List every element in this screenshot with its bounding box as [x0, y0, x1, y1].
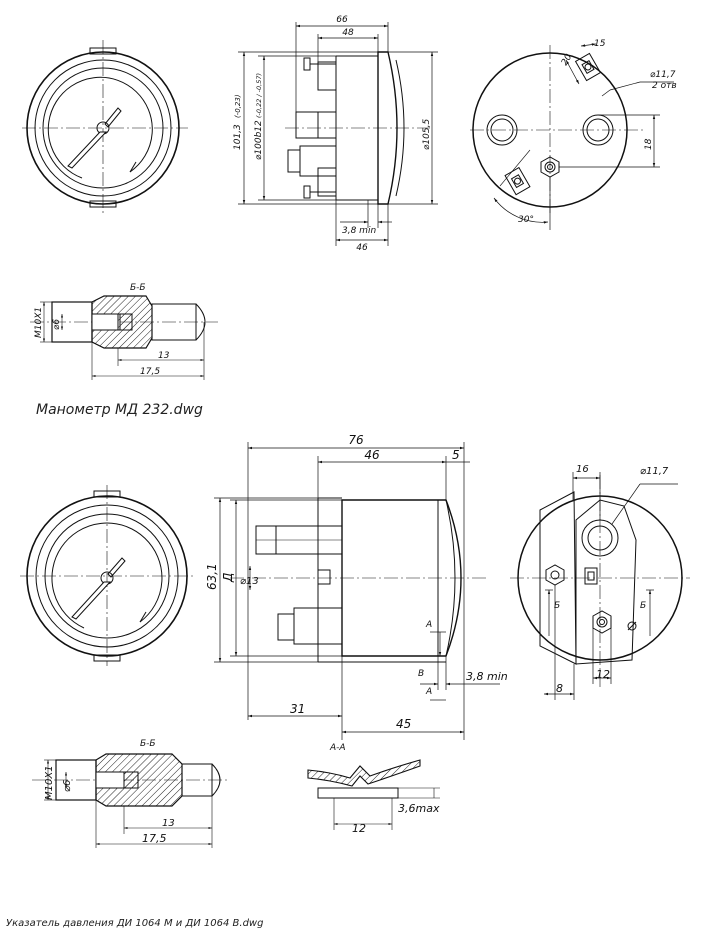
top-gauge-back-view	[470, 45, 645, 215]
top-section-bb	[30, 295, 218, 380]
section-dim-17-5: 17,5	[140, 367, 160, 377]
dim-11-7-note: 2 отв	[652, 81, 677, 91]
label-a-top: А	[425, 620, 432, 630]
top-dimension-labels: 66 48 101,3 (-0,23) ⌀100b12 (-0,22 / -0,…	[233, 15, 677, 253]
bottom-section-labels: Б-Б M10X1 ⌀6 13 17,5 А-А 3,6max 12	[44, 739, 440, 845]
dim-45: 45	[396, 717, 411, 731]
bottom-section-aa	[307, 759, 440, 830]
section-aa-dim-3-6: 3,6max	[398, 802, 440, 815]
dim-101-tol: (-0,23)	[234, 94, 242, 118]
section-bb-title: Б-Б	[130, 283, 146, 293]
dim-5: 5	[452, 448, 460, 462]
dim-105: ⌀105,5	[422, 119, 432, 150]
dim-16: 16	[576, 464, 589, 475]
dim-18: 18	[644, 138, 654, 150]
bottom-gauge-back-view	[510, 475, 690, 690]
section-thread-b: M10X1	[44, 765, 55, 800]
section-dim-13: 13	[158, 351, 170, 361]
label-b: В	[418, 669, 424, 679]
label-a-bottom: А	[425, 687, 432, 697]
label-bb-left: Б	[554, 601, 560, 611]
dim-3-8-min: 3,8 min	[342, 226, 376, 236]
dim-46: 46	[356, 243, 368, 253]
dim-8: 8	[556, 682, 563, 695]
dim-46b: 46	[364, 448, 380, 462]
top-file-caption: Манометр МД 232.dwg	[36, 402, 203, 418]
dim-66: 66	[336, 15, 348, 25]
dim-13b: ⌀13	[240, 576, 259, 587]
dim-11-7b: ⌀11,7	[640, 466, 669, 477]
top-back-dimensions	[493, 43, 674, 230]
section-dim-17-5-b: 17,5	[142, 832, 167, 845]
dim-3-8-min-b: 3,8 min	[466, 670, 508, 683]
dim-11-7: ⌀11,7	[650, 70, 676, 80]
dim-31: 31	[290, 702, 305, 716]
section-thread: M10X1	[34, 307, 44, 338]
section-bb-title-b: Б-Б	[140, 739, 156, 749]
top-gauge-side-view	[285, 51, 430, 205]
dim-12: 12	[596, 668, 610, 681]
dim-100: ⌀100b12	[254, 120, 264, 160]
dim-76: 76	[348, 433, 364, 447]
dim-15: 15	[594, 39, 606, 49]
dim-D: Д	[221, 573, 235, 583]
bottom-dimension-labels: 76 46 5 63,1 Д ⌀13 31 45 3,8 min А А В 1…	[205, 433, 669, 731]
section-aa-dim-12: 12	[352, 822, 366, 835]
section-bore: ⌀6	[52, 319, 62, 330]
dim-101: 101,3	[233, 124, 243, 150]
bottom-section-bb	[32, 753, 228, 848]
top-side-dimensions	[238, 22, 438, 246]
bottom-back-dimensions	[544, 472, 678, 700]
label-bb-right: Б	[640, 601, 646, 611]
bottom-side-dimensions	[214, 442, 500, 740]
bottom-gauge-front-view	[20, 485, 195, 666]
bottom-gauge-side-view	[230, 497, 488, 663]
top-section-labels: Б-Б M10X1 ⌀6 13 17,5	[34, 283, 170, 377]
top-gauge-front-view	[22, 40, 188, 215]
section-dim-13-b: 13	[162, 818, 175, 829]
dim-63-1: 63,1	[205, 563, 219, 590]
dim-100-tol: (-0,22 / -0,57)	[255, 73, 263, 118]
section-bore-b: ⌀6	[62, 780, 73, 792]
bottom-file-caption: Указатель давления ДИ 1064 М и ДИ 1064 В…	[6, 918, 264, 929]
dim-48: 48	[342, 28, 354, 38]
dim-30deg: 30°	[518, 215, 534, 225]
section-aa-title: А-А	[329, 743, 346, 753]
